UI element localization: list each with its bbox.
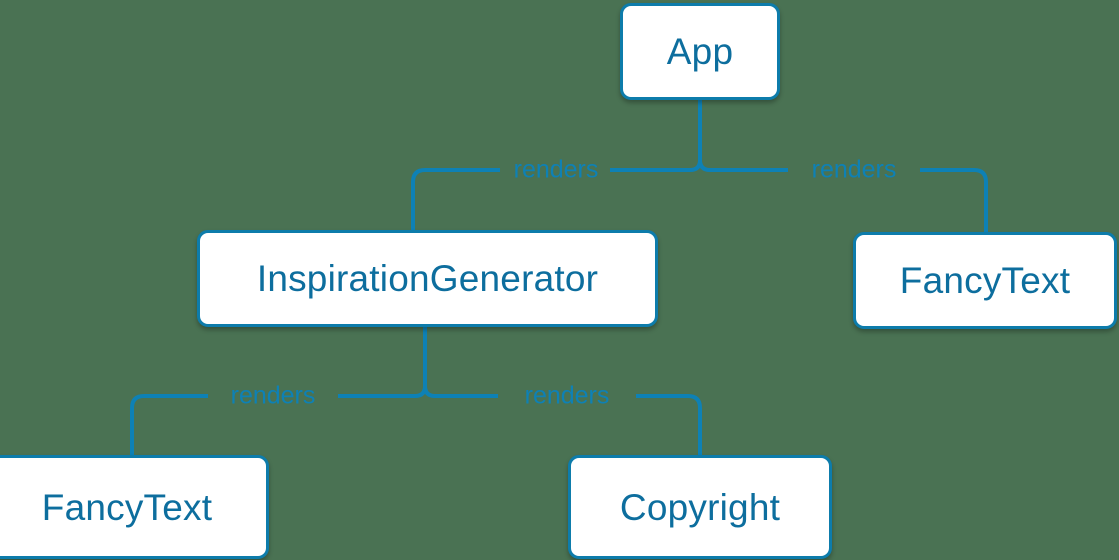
node-copyright[interactable]: Copyright	[568, 455, 832, 559]
edge-label-inspiration-to-copyright: renders	[524, 381, 610, 410]
node-fancytext-left[interactable]: FancyText	[0, 455, 269, 559]
node-app-label: App	[666, 31, 734, 72]
edge-label-app-to-fancytext-right: renders	[811, 155, 897, 184]
edge-inspiration-to-copyright	[423, 385, 702, 455]
edge-label-inspiration-to-fancytext-left: renders	[230, 381, 316, 410]
edge-label-app-to-inspiration: renders	[513, 155, 599, 184]
node-inspiration-generator[interactable]: InspirationGenerator	[197, 230, 658, 327]
node-app[interactable]: App	[620, 3, 780, 100]
node-fancytext-left-label: FancyText	[41, 486, 213, 528]
node-inspiration-generator-label: InspirationGenerator	[256, 258, 599, 299]
edge-app-to-fancytext-right	[698, 159, 988, 232]
node-fancytext-right[interactable]: FancyText	[853, 232, 1117, 329]
node-fancytext-right-label: FancyText	[899, 260, 1071, 301]
edge-app-stem	[689, 100, 702, 172]
node-copyright-label: Copyright	[619, 486, 781, 528]
edge-inspiration-stem	[414, 327, 427, 398]
edge-inspiration-to-fancytext-left	[130, 394, 415, 455]
edge-app-to-inspiration	[411, 168, 690, 230]
